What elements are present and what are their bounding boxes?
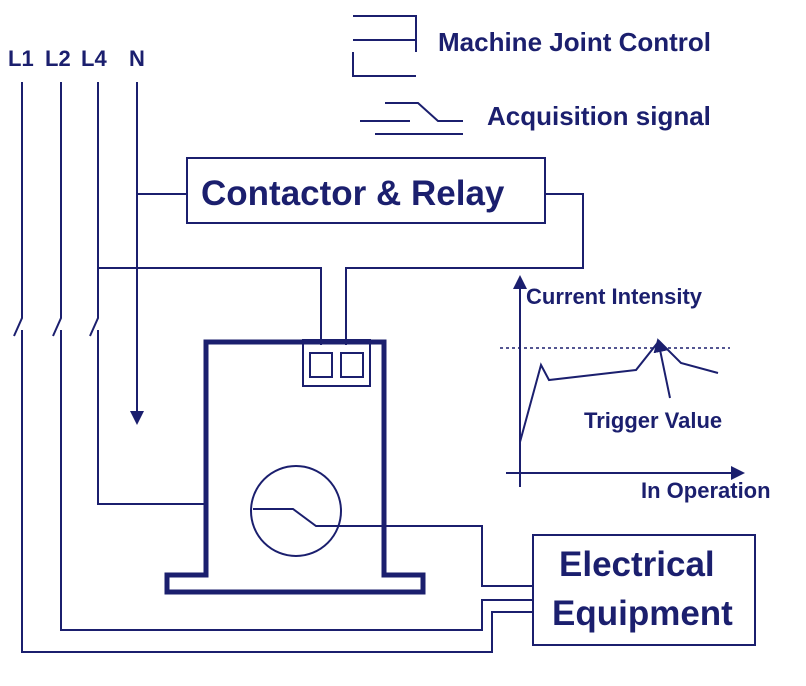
wire-l2 <box>52 82 533 631</box>
machine-joint-control-symbol <box>352 15 417 77</box>
acquisition-signal-symbol <box>360 102 463 135</box>
trigger-arrow <box>653 338 671 399</box>
terminal-1 <box>309 352 333 378</box>
terminal-2 <box>340 352 364 378</box>
electrical-equipment-box <box>532 534 756 646</box>
label-l1: L1 <box>8 46 34 71</box>
graph-trigger-label: Trigger Value <box>584 408 722 433</box>
wire-l4 <box>89 82 206 505</box>
current-sensor-circle <box>250 465 342 557</box>
label-n: N <box>129 46 145 71</box>
wire-contactor-to-terminal <box>345 193 584 345</box>
legend-acquisition-signal: Acquisition signal <box>487 101 711 131</box>
acquisition-switch <box>253 508 533 587</box>
graph-x-label: In Operation <box>641 478 771 503</box>
label-l4: L4 <box>81 46 107 71</box>
wire-l1 <box>13 82 533 653</box>
legend-machine-joint-control: Machine Joint Control <box>438 27 711 57</box>
current-curve <box>519 339 719 443</box>
wire-l4-to-terminal <box>98 267 322 345</box>
terminal-block <box>302 339 371 387</box>
contactor-relay-label: Contactor & Relay <box>201 174 505 213</box>
contactor-relay-box <box>186 157 546 224</box>
graph-y-label: Current Intensity <box>526 284 703 309</box>
equipment-label-line2: Equipment <box>552 594 733 633</box>
label-l2: L2 <box>45 46 71 71</box>
equipment-label-line1: Electrical <box>559 545 715 584</box>
sensor-housing <box>164 339 426 595</box>
current-graph <box>500 275 745 487</box>
